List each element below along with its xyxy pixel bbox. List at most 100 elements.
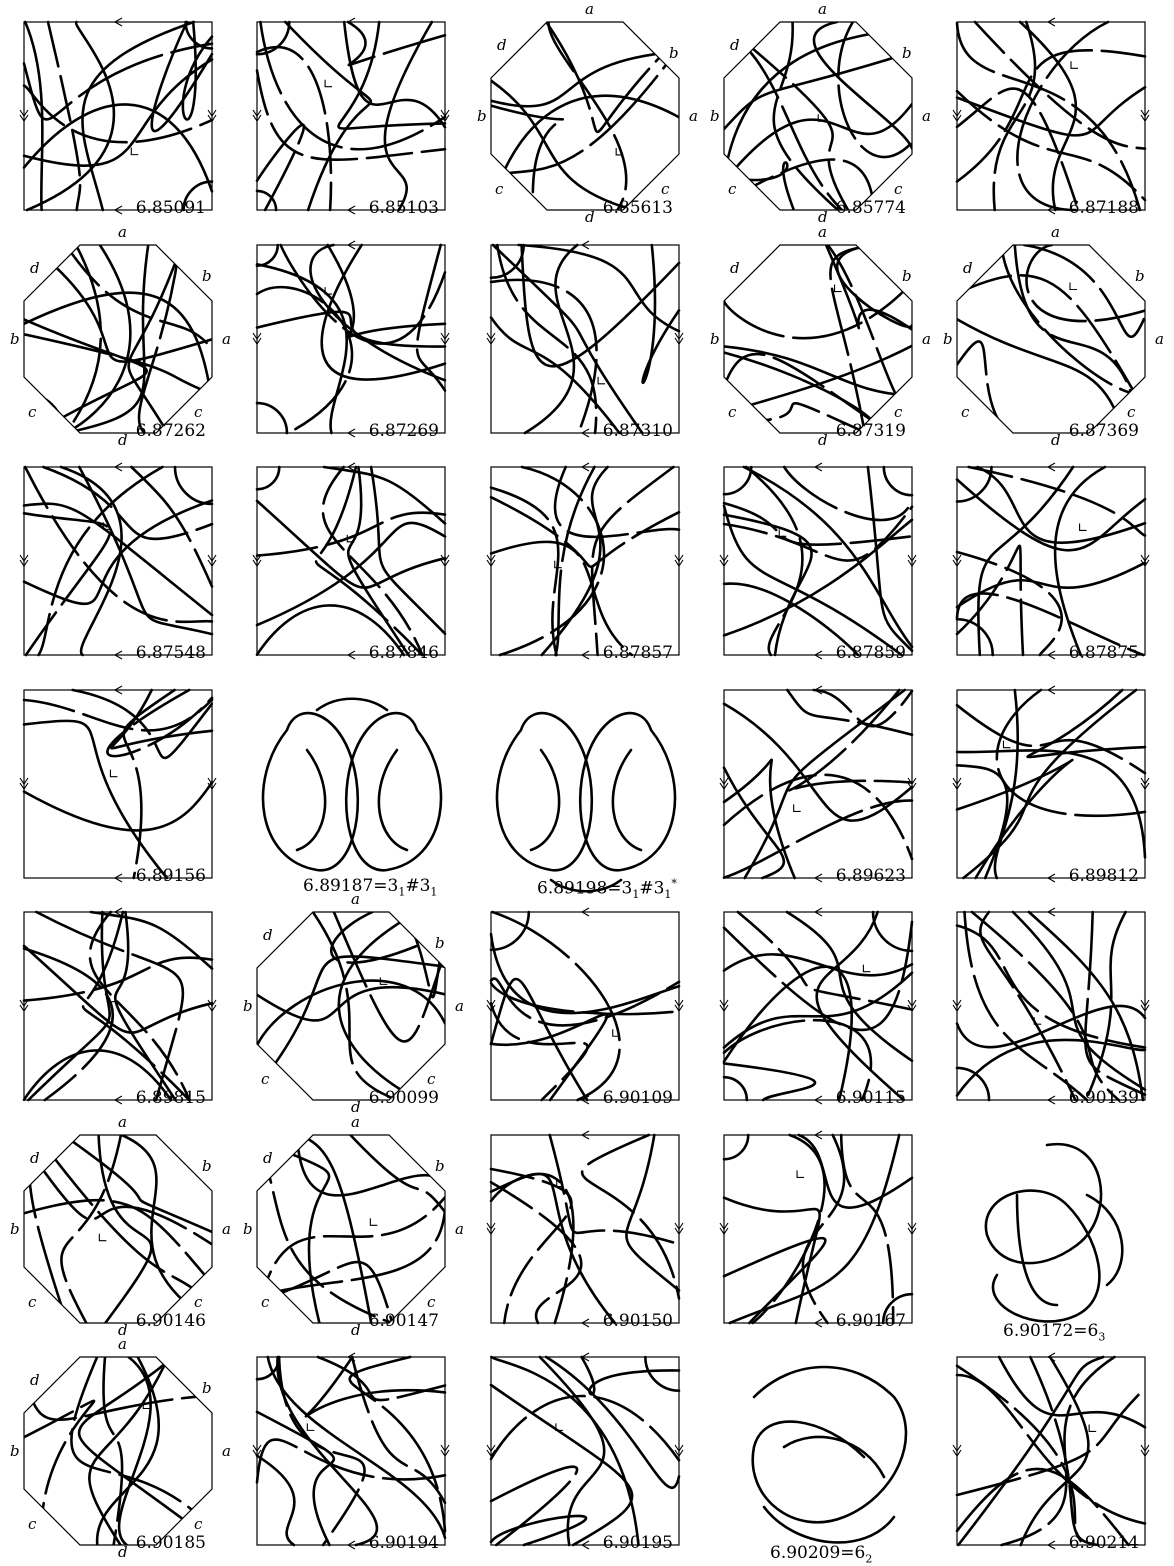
knot-strand [643,245,679,383]
corner-arc [24,1135,56,1167]
octagon-edge-label: b [902,44,912,62]
octagon-edge-label: c [261,1070,270,1088]
knot-strand [323,467,423,655]
corner-arc [645,1357,679,1391]
octagon-edge-label: d [730,259,740,277]
octagon-edge-label: c [1127,403,1136,421]
knot-diagram [477,231,711,454]
orientation-arrow-icon [1089,1424,1096,1431]
octagon-edge-label: c [28,1515,37,1533]
octagon-edge-label: a [351,890,360,908]
octagon-edge-label: d [30,259,40,277]
knot-strand [61,1135,121,1323]
knot-strand [753,1367,906,1522]
diagram-caption: 6.90194 [369,1535,439,1552]
octagon-edge-label: b [902,267,912,285]
octagon-edge-label: d [730,36,740,54]
knot-strand [491,318,619,434]
knot-diagram-cell: 6.89812 [943,676,1174,899]
diagram-caption: 6.87188 [1069,200,1139,217]
knot-diagram [10,8,244,231]
knot-diagram [710,676,944,899]
corner-arc [175,467,212,504]
knot-diagram [10,676,244,899]
knot-diagram-cell: abacdcbd6.85613 [477,8,711,231]
knot-strand [416,1135,445,1150]
knot-strand [317,699,387,710]
caption-text: 6.85103 [369,198,439,218]
caption-superscript: * [671,877,677,890]
knot-diagram-cell: abacdcbd6.87319 [710,231,944,454]
knot-diagram-cell: 6.90139 [943,898,1174,1121]
octagon-edge-label: c [194,403,203,421]
knot-strands [24,467,212,655]
caption-text: 6.87269 [369,421,439,441]
classical-knot [986,1144,1122,1321]
caption-text: 6.87310 [603,421,673,441]
octagon-edge-label: b [243,997,253,1015]
octagon-edge-label: d [30,1149,40,1167]
diagram-caption: 6.90167 [836,1313,906,1330]
knot-strand [784,467,912,520]
diagram-caption: 6.85613 [603,200,673,217]
octagon-edge-label: a [1051,223,1060,241]
knot-strand [316,467,422,655]
octagon-edge-label: d [818,431,828,449]
caption-subscript: 2 [865,1552,872,1565]
square-frame [24,690,212,878]
knot-diagram-cell: 6.87875 [943,453,1174,676]
knot-strands [957,22,1145,210]
caption-text: 6.90194 [369,1533,439,1553]
caption-text: 6.87262 [136,421,206,441]
orientation-arrow-icon [863,965,870,972]
knot-strands [724,690,912,878]
octagon-edge-label: c [427,1293,436,1311]
knot-strands [957,1357,1145,1545]
knot-diagram [243,676,477,899]
octagon-edge-label: c [728,180,737,198]
knot-strand [24,949,113,1101]
knot-strand [257,1412,334,1545]
diagram-caption: 6.87857 [603,645,673,662]
knot-diagram [243,8,477,231]
knot-strand [957,480,1145,551]
knot-strand [1002,1357,1115,1545]
caption-text: 6.90146 [136,1311,206,1331]
caption-text: 6.87188 [1069,198,1139,218]
orientation-arrow-icon [797,1170,804,1177]
knot-diagram: abacdcbd [943,231,1174,454]
octagon-edge-label: a [455,1220,464,1238]
knot-strand [957,563,1145,607]
octagon-edge-label: a [922,107,931,125]
caption-text: 6.90195 [603,1533,673,1553]
knot-strand [257,1135,392,1323]
knot-strand [549,22,627,210]
knot-diagram-cell: 6.90194 [243,1343,477,1566]
diagram-caption: 6.89812 [1069,868,1139,885]
knot-strand [89,1357,168,1545]
knot-diagram [943,8,1174,231]
octagon-edge-label: d [30,1371,40,1389]
knot-diagram-cell: 6.87859 [710,453,944,676]
knot-diagram [477,453,711,676]
caption-text: 6.87369 [1069,421,1139,441]
knot-strand [491,1516,586,1545]
octagon-edge-label: b [710,107,720,125]
diagram-caption: 6.90185 [136,1535,206,1552]
caption-text: 6.90115 [836,1088,906,1108]
knot-diagram [943,676,1174,899]
knot-strand [297,750,325,850]
diagram-caption: 6.90195 [603,1535,673,1552]
knot-diagram-cell: 6.87857 [477,453,711,676]
knot-strand [724,967,852,1100]
knot-strand [257,47,331,210]
knot-strand [957,1375,1145,1524]
knot-strands [724,1135,912,1323]
caption-text: 6.85774 [836,198,906,218]
knot-strand [978,467,1145,543]
caption-text: 6.90209=6 [770,1543,865,1563]
knot-diagram: abacdcbd [10,1121,244,1344]
knot-strand [24,1143,212,1244]
octagon-edge-label: a [455,997,464,1015]
caption-text: 6.89812 [1069,866,1139,886]
